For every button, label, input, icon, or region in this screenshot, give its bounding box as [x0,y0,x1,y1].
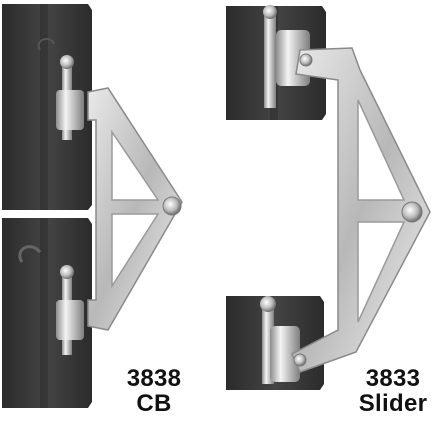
model-number: 3838 [126,365,182,392]
model-name: CB [136,390,172,417]
slider-chrome-frame [291,47,431,373]
label-3838-cb: 3838 CB [112,366,196,416]
model-number: 3833 [365,365,421,392]
label-3833-slider: 3833 Slider [350,366,436,416]
hinge-3833-slider [226,5,431,390]
hinge-3838-cb [2,4,183,408]
cb-center-bolt [162,196,182,216]
model-name: Slider [358,390,428,417]
upper-wire-loop [37,37,55,51]
lower-wire-loop [18,245,42,263]
slider-center-bolt [401,201,423,223]
